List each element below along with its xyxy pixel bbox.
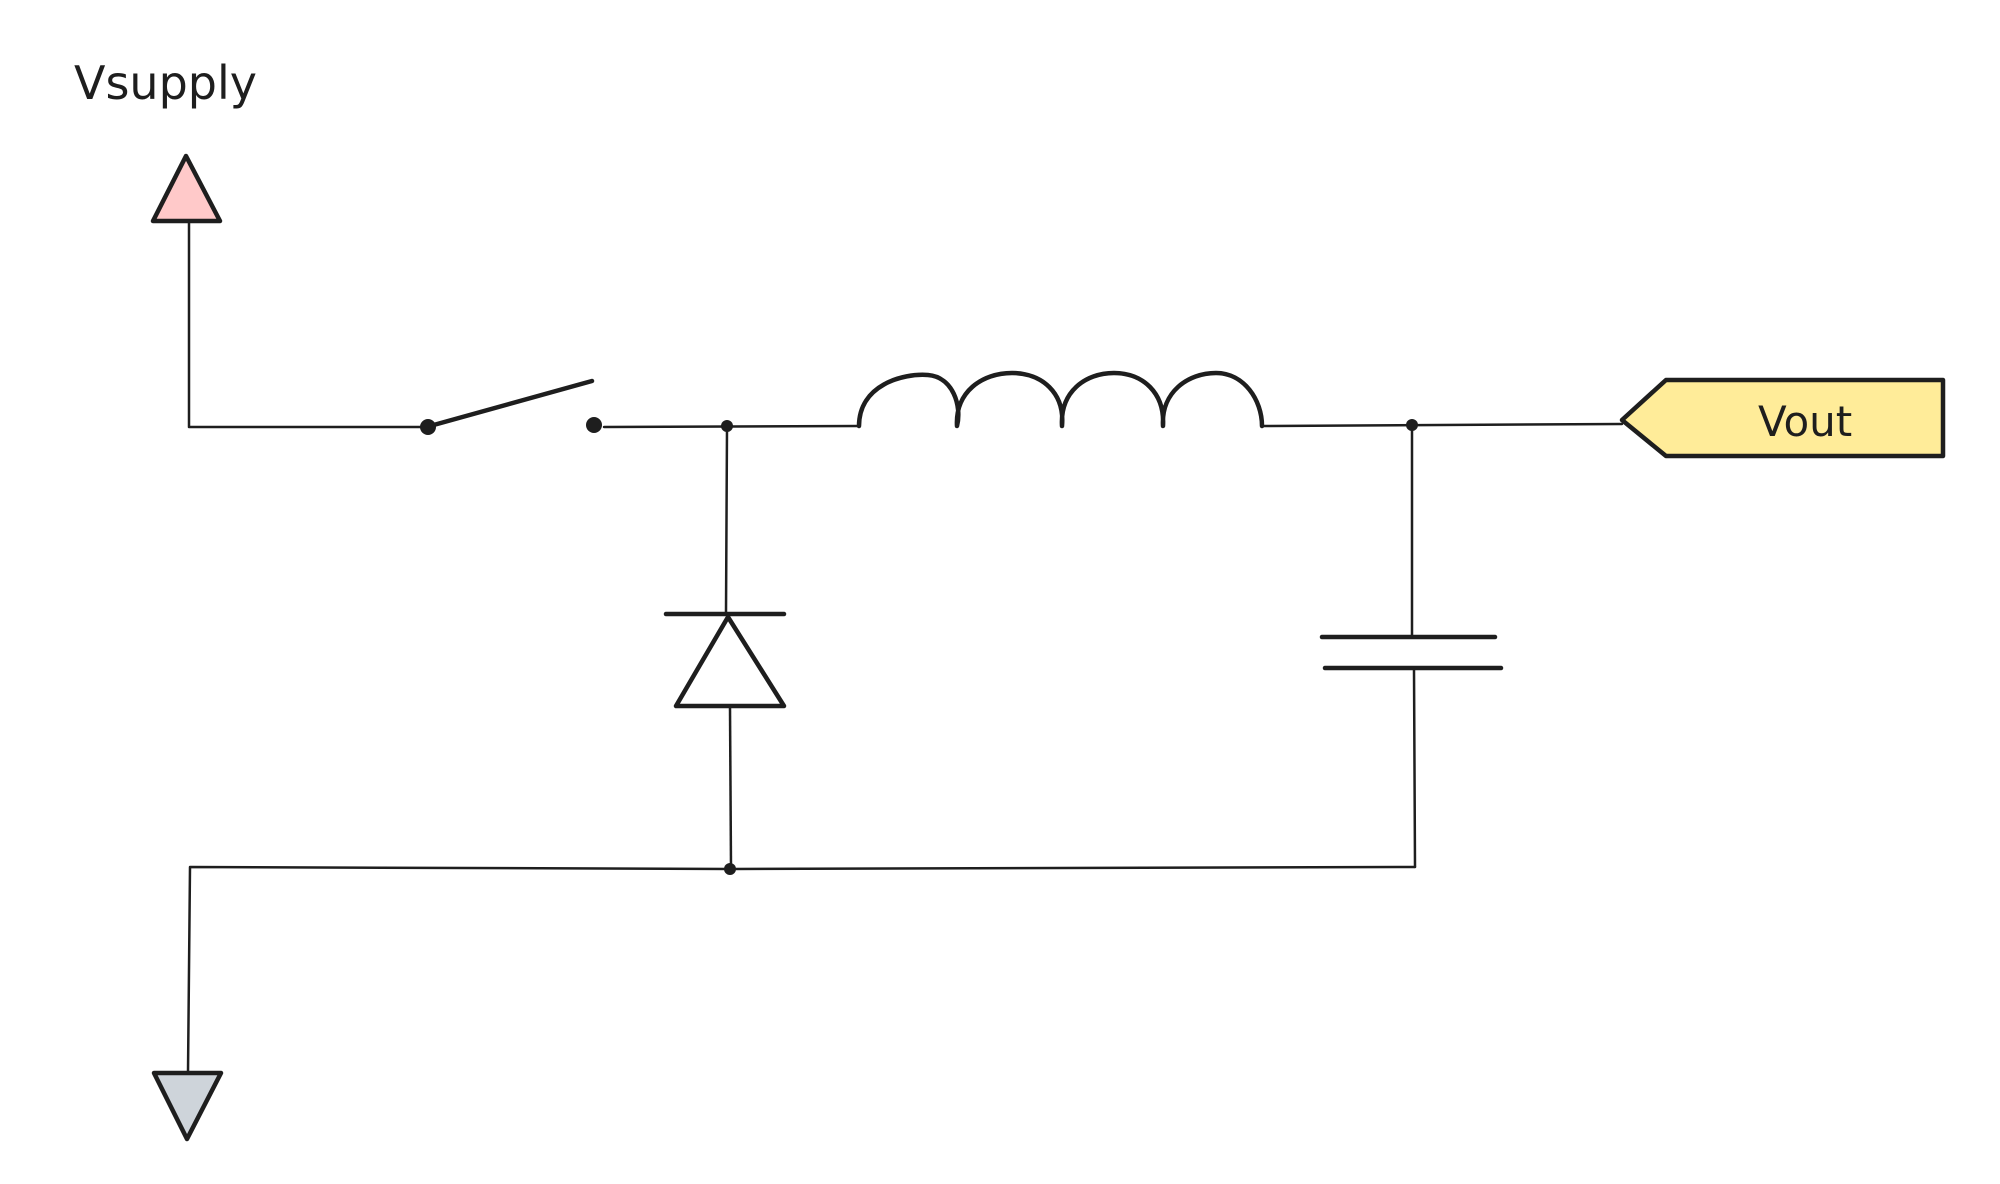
capacitor-bottom-wire — [1412, 668, 1417, 869]
diode-triangle — [673, 614, 787, 709]
diode-bottom-wire — [728, 706, 733, 870]
switch-blade — [427, 378, 595, 429]
supply-label: Vsupply — [74, 56, 257, 110]
supply-symbol — [150, 153, 223, 224]
ground-symbol — [151, 1070, 224, 1142]
junction-switch-node — [721, 420, 733, 432]
junction-ground-node — [724, 863, 736, 875]
output-label: Vout — [1758, 397, 1852, 446]
output-port — [1619, 377, 1946, 459]
inductor — [856, 370, 1265, 429]
diode-top-wire — [724, 426, 729, 614]
supply-wire — [187, 221, 430, 429]
switch-contact-right — [586, 417, 602, 433]
inductor-to-output-wire — [1260, 422, 1624, 428]
junction-output-node — [1406, 419, 1418, 431]
ground-rail — [186, 865, 1417, 1074]
